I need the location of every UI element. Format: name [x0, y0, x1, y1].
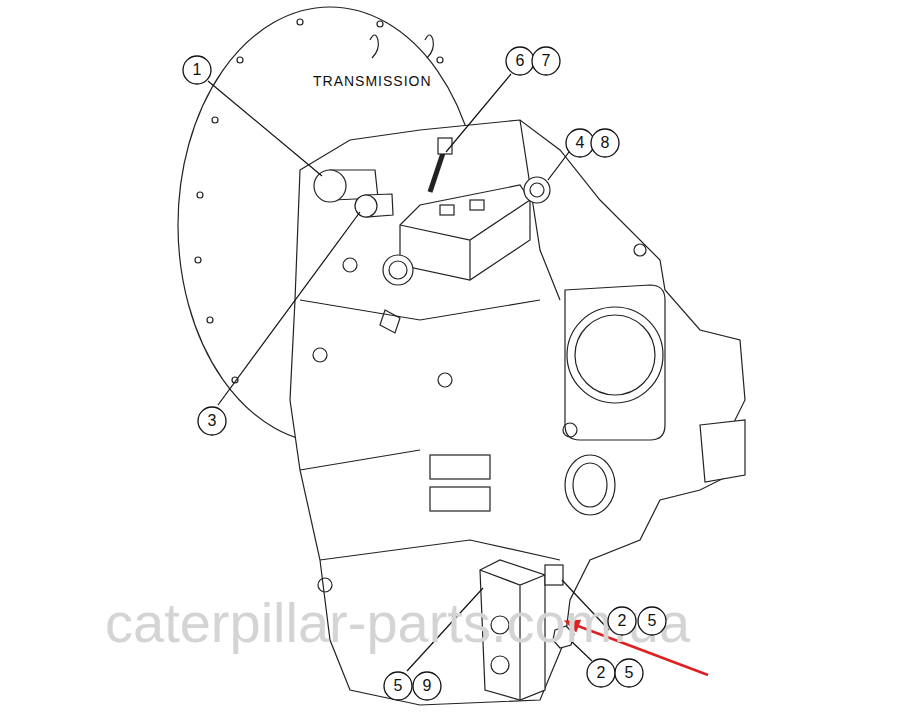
- callout-number: 2: [597, 665, 606, 681]
- illustration-line: [314, 170, 346, 202]
- illustration-line: [438, 373, 452, 387]
- callout-ring: [384, 672, 412, 700]
- callout-circle: 5: [614, 658, 644, 688]
- illustration-line: [634, 244, 646, 256]
- watermark: caterpillar-parts.com.ua: [105, 590, 690, 655]
- callout-ring: [615, 659, 643, 687]
- callout-number: 6: [516, 53, 525, 69]
- callout-number: 8: [601, 135, 610, 151]
- illustration-line: [300, 120, 560, 560]
- illustration-line: [383, 255, 413, 285]
- illustration-line: [400, 185, 530, 280]
- callout-ring: [506, 47, 534, 75]
- callout-ring: [591, 129, 619, 157]
- illustration-line: [377, 21, 383, 27]
- leader-lines: [208, 74, 609, 671]
- callout-ring: [608, 607, 636, 635]
- callout-number: 2: [618, 613, 627, 629]
- callout-number: 7: [542, 53, 551, 69]
- illustration-line: [370, 35, 433, 58]
- illustration-line: [438, 138, 452, 154]
- illustration-line: [218, 212, 360, 405]
- illustration-line: [430, 150, 444, 192]
- callout-ring: [413, 672, 441, 700]
- callout-circle: 5: [637, 606, 667, 636]
- callout-circle: 8: [590, 128, 620, 158]
- illustration-line: [380, 310, 400, 333]
- callout-circle: 1: [182, 55, 212, 85]
- illustration-line: [237, 57, 243, 63]
- callout-number: 3: [208, 413, 217, 429]
- callout-number: 5: [648, 613, 657, 629]
- illustration-line: [297, 19, 303, 25]
- callout-ring: [532, 47, 560, 75]
- callout-ring: [638, 607, 666, 635]
- callout-ring: [183, 56, 211, 84]
- illustration-line: [195, 257, 201, 263]
- illustration-line: [389, 261, 407, 279]
- callout-number: 4: [576, 135, 585, 151]
- illustration-line: [343, 258, 357, 272]
- callout-circle: 7: [531, 46, 561, 76]
- illustration-line: [524, 177, 550, 203]
- illustration-line: [545, 565, 563, 585]
- illustration-line: [573, 463, 607, 507]
- illustration-line: [208, 81, 322, 176]
- illustration-line: [470, 200, 484, 210]
- callout-number: 1: [193, 62, 202, 78]
- valve-block: [383, 177, 550, 285]
- illustration-line: [207, 317, 213, 323]
- callout-circle: 9: [412, 671, 442, 701]
- illustration-line: [197, 192, 203, 198]
- illustration-line: [565, 455, 615, 515]
- illustration-line: [430, 455, 490, 479]
- illustration-line: [567, 307, 663, 403]
- illustration-line: [212, 117, 218, 123]
- illustration-line: [440, 205, 454, 215]
- callout-circle: 3: [197, 406, 227, 436]
- callout-circle: 5: [383, 671, 413, 701]
- callout-ring: [587, 659, 615, 687]
- illustration-line: [548, 152, 569, 180]
- callout-number: 9: [423, 678, 432, 694]
- illustration-line: [313, 348, 327, 362]
- illustration-line: [575, 315, 655, 395]
- callout-circle: 2: [607, 606, 637, 636]
- part-title: TRANSMISSION: [311, 73, 434, 89]
- illustration-line: [700, 420, 745, 482]
- callout-ring: [566, 129, 594, 157]
- illustration-line: [437, 57, 443, 63]
- callout-circle: 2: [586, 658, 616, 688]
- plugs-and-sensor: [314, 138, 452, 217]
- illustration-line: [530, 183, 544, 197]
- illustration-line: [565, 285, 665, 440]
- callout-ring: [198, 407, 226, 435]
- callout-circle: 6: [505, 46, 535, 76]
- illustration-line: [491, 656, 509, 674]
- illustration-line: [400, 200, 530, 280]
- callout-number: 5: [394, 678, 403, 694]
- illustration-line: [430, 487, 490, 511]
- illustration-line: [318, 578, 332, 592]
- callout-number: 5: [625, 665, 634, 681]
- illustration-line: [563, 423, 577, 437]
- illustration-line: [446, 74, 511, 152]
